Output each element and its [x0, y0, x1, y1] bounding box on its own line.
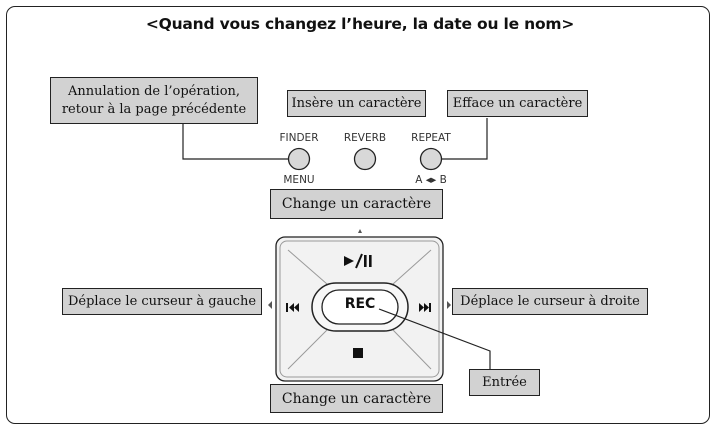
connector-enter — [378, 308, 491, 369]
rec-label: REC — [344, 296, 376, 312]
stop-icon[interactable] — [353, 348, 363, 358]
finder-menu-button[interactable] — [287, 147, 311, 171]
arrow-left-icon — [268, 301, 272, 309]
pad-diagonal-bottom-right — [392, 329, 432, 370]
pad-diagonal-top-right — [392, 249, 432, 285]
diagram-frame — [6, 6, 710, 424]
reverb-label: REVERB — [343, 132, 387, 144]
pad-diagonal-top-left — [287, 249, 328, 285]
label-cancel-line1: Annulation de l’opération, — [67, 83, 241, 99]
label-cancel-line2: retour à la page précédente — [61, 101, 247, 117]
label-change-top: Change un caractère — [270, 189, 443, 219]
rewind-icon[interactable] — [286, 303, 299, 312]
label-insert: Insère un caractère — [287, 90, 426, 117]
menu-label: MENU — [283, 174, 315, 186]
label-move-left: Déplace le curseur à gauche — [62, 288, 262, 315]
arrow-up-icon — [358, 229, 362, 233]
rec-button-inner — [321, 289, 399, 325]
play-pause-icon[interactable] — [344, 253, 372, 269]
ab-label: A ◂▸ B — [415, 174, 447, 186]
reverb-button[interactable] — [353, 147, 377, 171]
label-cancel: Annulation de l’opération, retour à la p… — [50, 77, 258, 124]
label-enter: Entrée — [469, 369, 540, 396]
arrow-right-icon — [447, 301, 451, 309]
label-change-bottom: Change un caractère — [270, 384, 443, 413]
label-delete: Efface un caractère — [447, 90, 588, 117]
label-move-right: Déplace le curseur à droite — [452, 288, 648, 315]
finder-label: FINDER — [279, 132, 319, 144]
control-pad-inner — [279, 240, 440, 378]
diagram-title: <Quand vous changez l’heure, la date ou … — [145, 15, 575, 33]
connector-delete — [442, 118, 488, 160]
repeat-ab-button[interactable] — [419, 147, 443, 171]
repeat-label: REPEAT — [411, 132, 451, 144]
pad-diagonal-bottom-left — [287, 329, 328, 370]
connector-cancel — [182, 124, 289, 160]
fast-forward-icon[interactable] — [419, 303, 431, 312]
